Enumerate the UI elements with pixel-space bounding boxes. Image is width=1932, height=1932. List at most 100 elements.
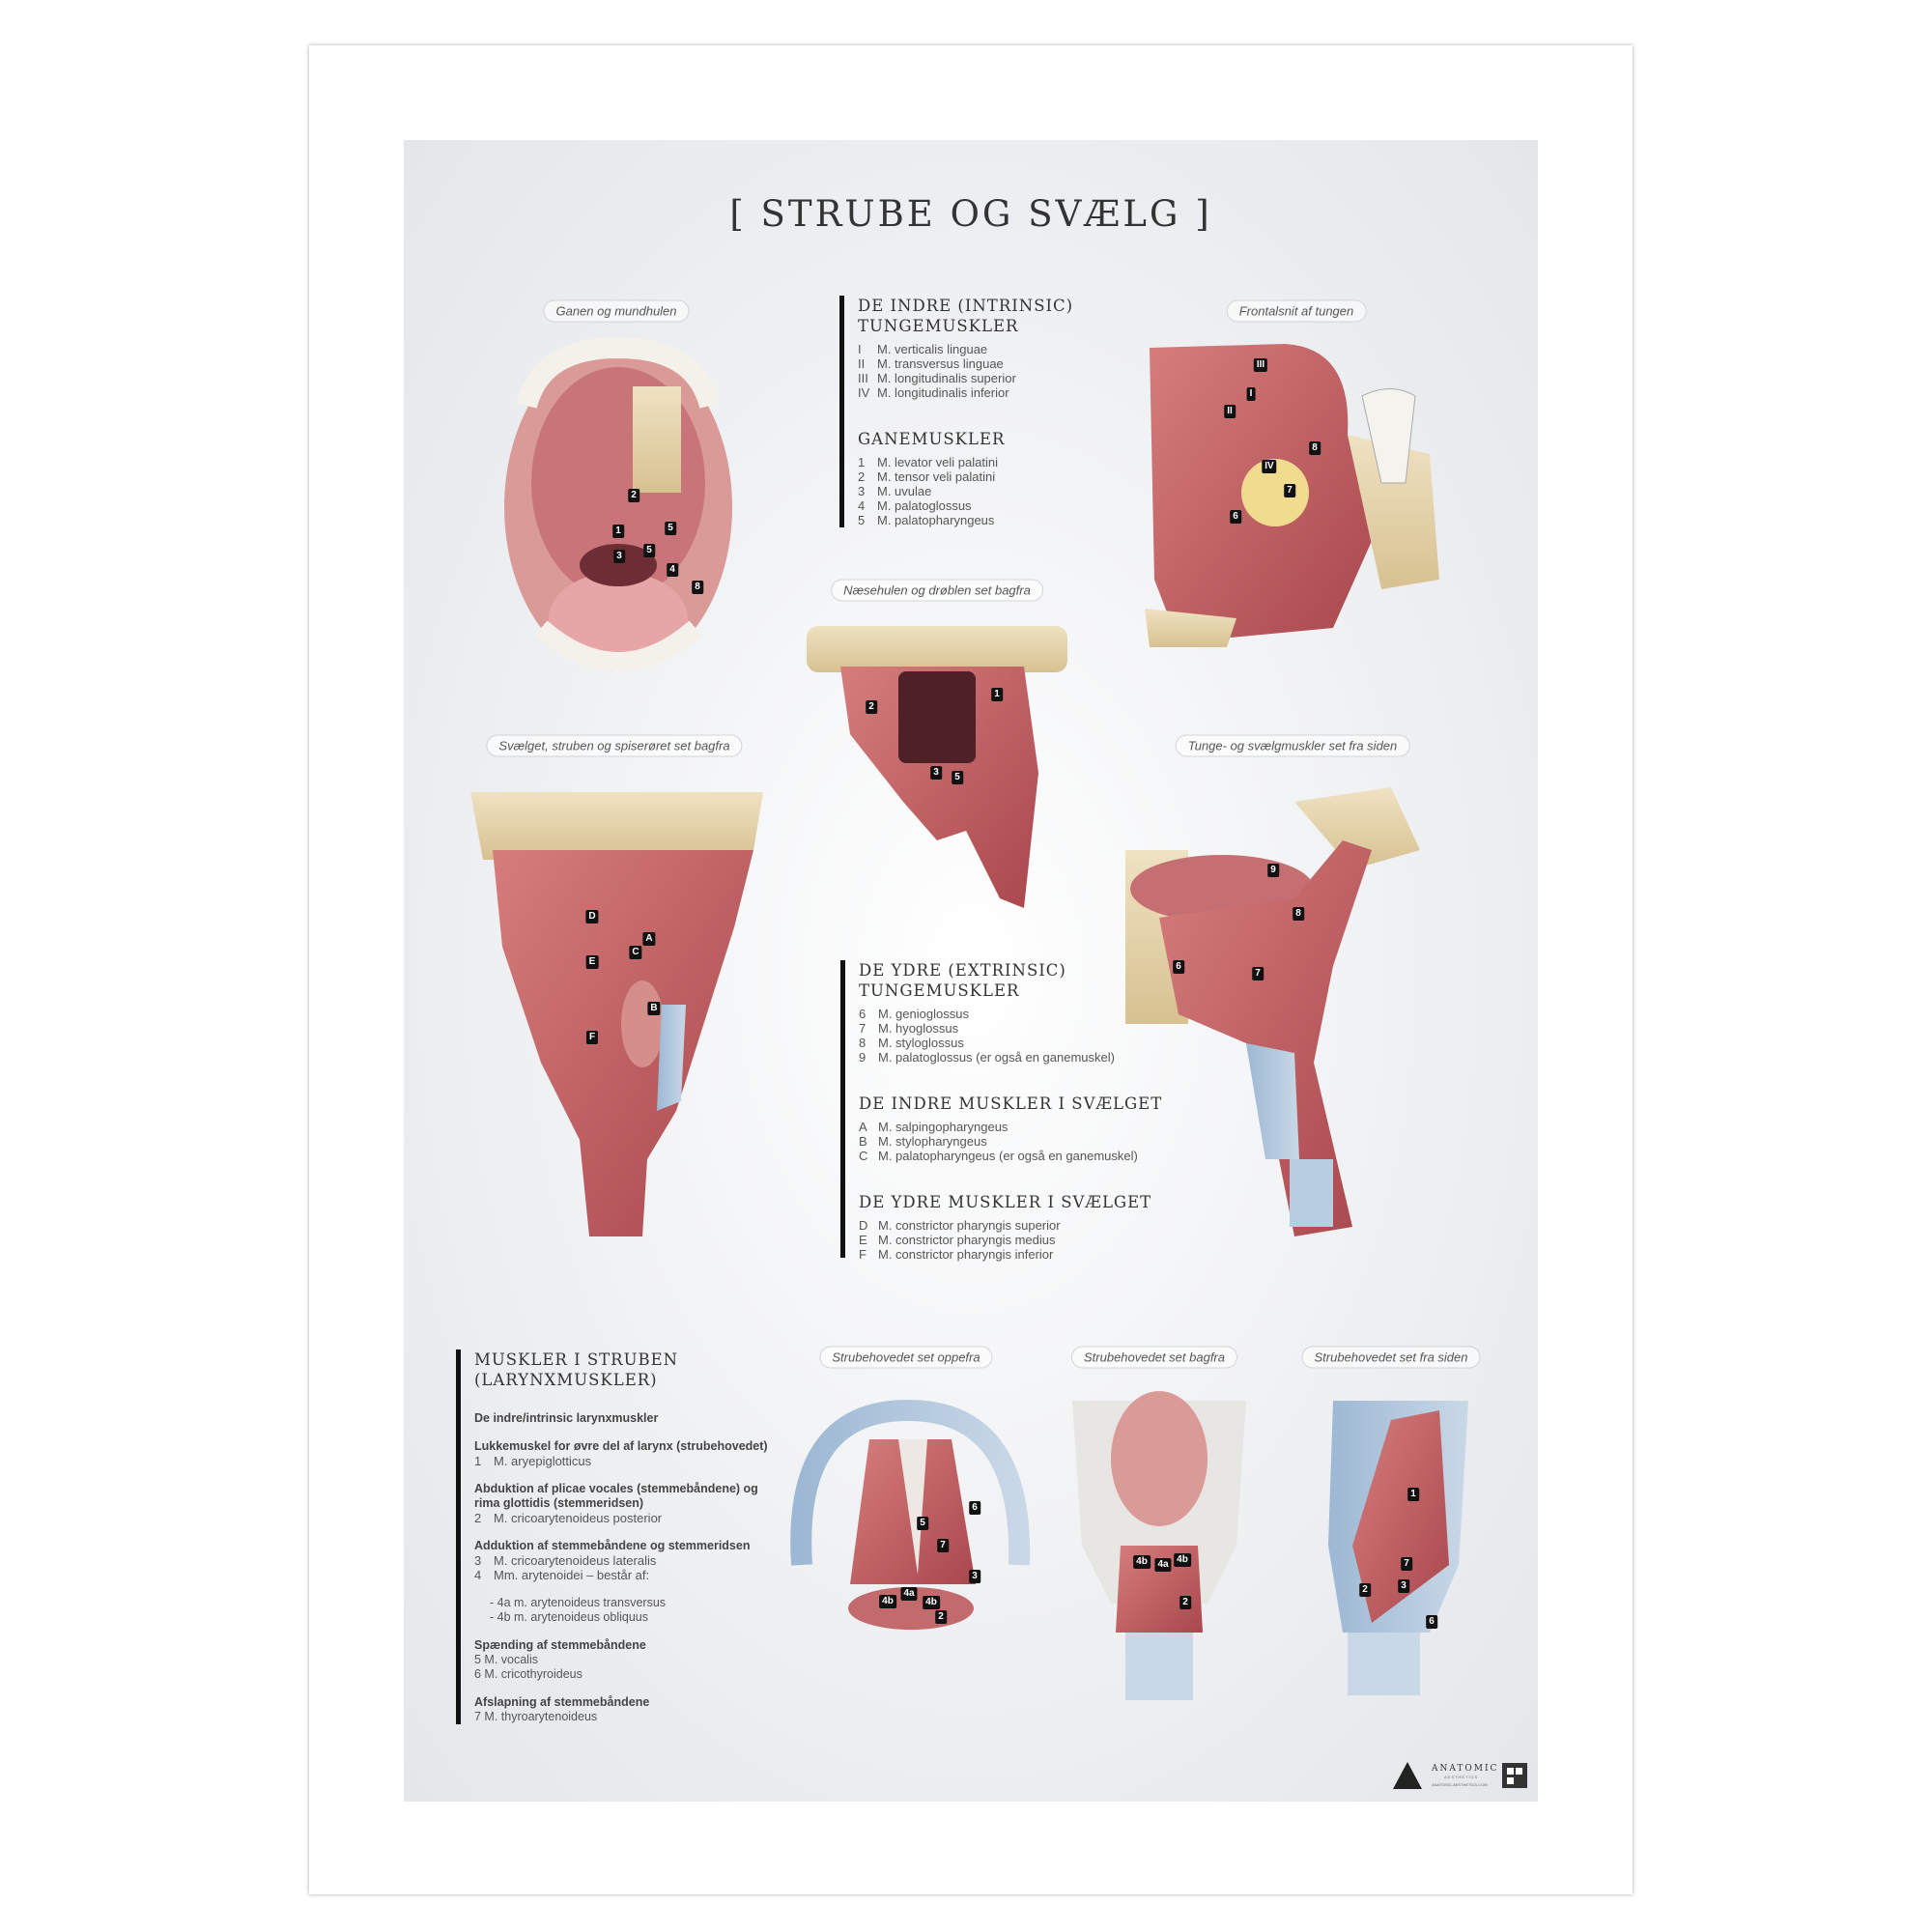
figure-label: 3 (930, 766, 942, 780)
subheading: rima glottidis (stemmeridsen) (474, 1496, 644, 1510)
figure-label: III (1253, 358, 1268, 372)
larynx-back-illustration (1072, 1391, 1246, 1700)
heading: GANEMUSKLER (858, 430, 1006, 448)
figure-label: 2 (935, 1610, 947, 1624)
figure-label: 8 (1309, 441, 1321, 455)
figure-label: B (647, 1002, 661, 1015)
figure-label: A (642, 932, 656, 946)
caption-lateral: Tunge- og svælgmuskler set fra siden (1175, 734, 1410, 757)
figure-label: 9 (1267, 864, 1279, 877)
subheading: De indre/intrinsic larynxmuskler (474, 1411, 659, 1425)
figure-label: 3 (613, 550, 625, 563)
lateral-view-illustration (1125, 787, 1420, 1236)
caption-mouth: Ganen og mundhulen (543, 299, 690, 323)
subheading: Afslapning af stemmebåndene (474, 1695, 650, 1709)
heading: DE YDRE (EXTRINSIC) (859, 961, 1066, 980)
figure-label: 8 (692, 581, 703, 594)
figure-label: 1 (991, 688, 1003, 701)
figure-label: 2 (866, 700, 877, 714)
figure-label: E (585, 955, 599, 969)
heading: DE YDRE MUSKLER I SVÆLGET (859, 1193, 1152, 1211)
caption-larynx-back: Strubehovedet set bagfra (1071, 1346, 1237, 1369)
figure-label: 7 (937, 1539, 949, 1552)
figure-label: 6 (1173, 960, 1184, 974)
list-item: - 4a m. arytenoideus transversus (490, 1596, 667, 1609)
subheading: Adduktion af stemmebåndene og stemmerids… (474, 1539, 751, 1552)
figure-label: 1 (1407, 1488, 1419, 1501)
figure-label: 8 (1293, 907, 1304, 921)
nasal-cavity-illustration (807, 626, 1067, 908)
figure-label: 7 (1401, 1557, 1412, 1571)
caption-larynx-side: Strubehovedet set fra siden (1301, 1346, 1481, 1369)
figure-label: 4b (923, 1596, 940, 1609)
mouth-illustration (504, 336, 732, 671)
subheading: Abduktion af plicae vocales (stemmebånde… (474, 1482, 758, 1495)
list-item: - 4b m. arytenoideus obliquus (490, 1610, 648, 1624)
caption-pharynx: Svælget, struben og spiserøret set bagfr… (486, 734, 743, 757)
figure-label: 2 (1359, 1583, 1371, 1597)
heading: MUSKLER I STRUBEN (474, 1350, 679, 1369)
caption-nasal: Næsehulen og drøblen set bagfra (831, 579, 1043, 602)
heading: DE INDRE MUSKLER I SVÆLGET (859, 1094, 1163, 1113)
larynx-side-illustration (1328, 1401, 1468, 1695)
figure-label: 4a (900, 1587, 918, 1601)
logo-triangle-icon (1393, 1762, 1422, 1789)
heading: DE INDRE (INTRINSIC) (858, 297, 1074, 315)
heading: (LARYNXMUSKLER) (474, 1371, 658, 1389)
subheading: Lukkemuskel for øvre del af larynx (stru… (474, 1439, 768, 1453)
larynx-block: MUSKLER I STRUBEN (LARYNXMUSKLER) De ind… (456, 1350, 793, 1724)
qr-code-icon (1502, 1763, 1527, 1788)
figure-label: 5 (643, 544, 655, 557)
heading: TUNGEMUSKLER (859, 981, 1020, 1000)
figure-label: 4b (879, 1595, 896, 1608)
figure-label: 1 (612, 525, 624, 538)
list-item: 5 M. vocalis (474, 1653, 538, 1666)
figure-label: 3 (1398, 1579, 1409, 1593)
poster-title: [ STRUBE OG SVÆLG ] (729, 193, 1212, 235)
figure-label: 4a (1154, 1558, 1172, 1572)
subheading: Spænding af stemmebåndene (474, 1638, 646, 1652)
figure-label: 5 (917, 1517, 928, 1530)
figure-label: 5 (665, 522, 676, 535)
figure-label: D (585, 910, 599, 923)
caption-frontal: Frontalsnit af tungen (1226, 299, 1367, 323)
figure-label: 2 (628, 489, 639, 502)
figure-label: 4b (1133, 1555, 1151, 1569)
figure-label: C (629, 946, 642, 959)
figure-label: 6 (1230, 510, 1241, 524)
figure-label: 4 (667, 563, 678, 577)
figure-label: 5 (952, 771, 963, 784)
figure-label: II (1224, 405, 1236, 418)
figure-label: 3 (969, 1570, 980, 1583)
figure-label: IV (1262, 460, 1277, 473)
heading: TUNGEMUSKLER (858, 317, 1019, 335)
